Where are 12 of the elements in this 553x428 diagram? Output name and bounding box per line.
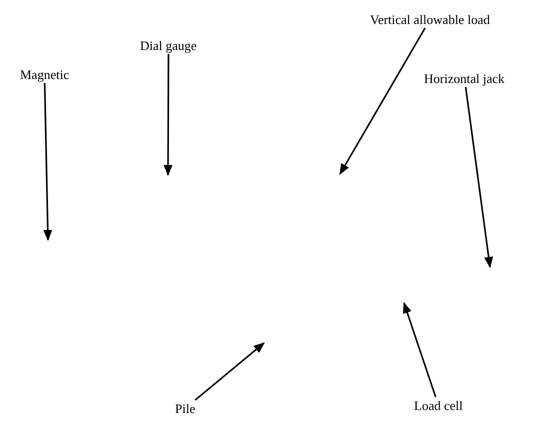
leader-arrow: [194, 342, 265, 401]
callout-label: Magnetic: [18, 66, 72, 83]
leader-arrow: [464, 86, 494, 268]
callout-label: Load cell: [412, 397, 465, 414]
callout-label: Horizontal jack: [422, 70, 506, 87]
leader-arrow: [164, 54, 173, 176]
leader-arrow: [402, 302, 436, 398]
callout-label: Vertical allowable load: [368, 11, 492, 28]
callout-label: Dial gauge: [138, 37, 199, 54]
leader-arrow: [43, 82, 52, 242]
leader-arrow: [339, 28, 426, 175]
callout-label: Pile: [173, 400, 198, 417]
